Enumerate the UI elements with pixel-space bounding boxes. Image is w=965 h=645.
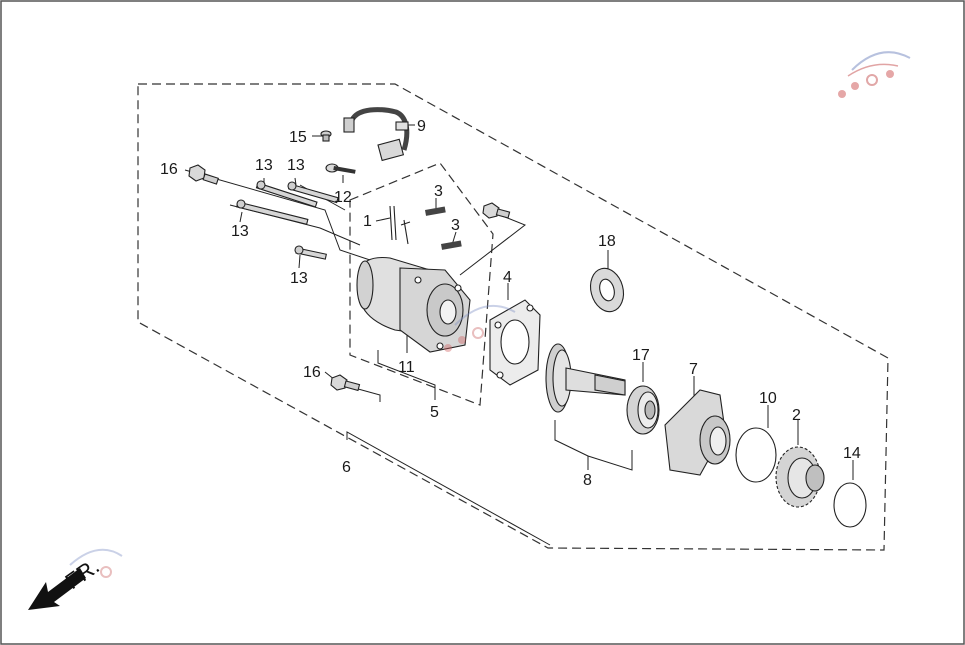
assembly-outline-6: [137, 83, 889, 551]
callout-6: 6: [342, 459, 351, 476]
starter-motor-11: [356, 256, 471, 353]
brush-holder-1: [389, 205, 411, 245]
bolt-12: [325, 163, 356, 174]
callout-2: 2: [792, 407, 801, 424]
callout-7: 7: [689, 361, 698, 378]
bolt-13-long-c: [236, 199, 309, 225]
o-ring-10: [735, 427, 777, 483]
sprocket-2: [775, 446, 825, 508]
bolt-13-long-a: [255, 180, 318, 208]
gasket-4: [489, 299, 541, 386]
callout-4: 4: [503, 269, 512, 286]
callout-11: 11: [398, 359, 415, 376]
callout-14: 14: [843, 445, 861, 462]
logo-watermark-icon: [444, 304, 516, 352]
assembly-outline-5: [349, 162, 494, 406]
bearing-17: [626, 385, 660, 435]
callout-9: 9: [417, 118, 426, 135]
bolt-right-top: [482, 202, 511, 219]
gear-shaft-8: [545, 343, 626, 413]
cover-7: [664, 389, 731, 476]
wire-harness-9: [343, 107, 410, 162]
callout-15: 15: [289, 129, 307, 146]
logo-watermark-icon: [838, 51, 911, 98]
callout-13-d: 13: [290, 270, 308, 287]
circlip-14: [833, 482, 867, 528]
callout-16-a: 16: [160, 161, 178, 178]
washer-18: [589, 267, 625, 313]
logo-watermark-icon: [69, 548, 123, 578]
bolt-13-short: [294, 245, 327, 260]
callout-17: 17: [632, 347, 650, 364]
callout-8: 8: [583, 472, 592, 489]
spring-3-b: [440, 240, 462, 250]
callout-13-b: 13: [287, 157, 305, 174]
callout-3-a: 3: [434, 183, 443, 200]
callout-12: 12: [334, 189, 352, 206]
bolt-16-top: [188, 164, 220, 185]
left-down-arrow-icon: [28, 568, 86, 610]
callout-16-b: 16: [303, 364, 321, 381]
spring-3-a: [425, 206, 446, 216]
callout-10: 10: [759, 390, 777, 407]
callout-18: 18: [598, 233, 616, 250]
callout-3-b: 3: [451, 217, 460, 234]
bolt-13-long-b: [287, 181, 339, 204]
callout-5: 5: [430, 404, 439, 421]
bolt-16-bottom: [330, 374, 361, 392]
callout-1: 1: [363, 213, 372, 230]
screw-15: [320, 130, 332, 142]
callout-13-c: 13: [231, 223, 249, 240]
callout-13-a: 13: [255, 157, 273, 174]
